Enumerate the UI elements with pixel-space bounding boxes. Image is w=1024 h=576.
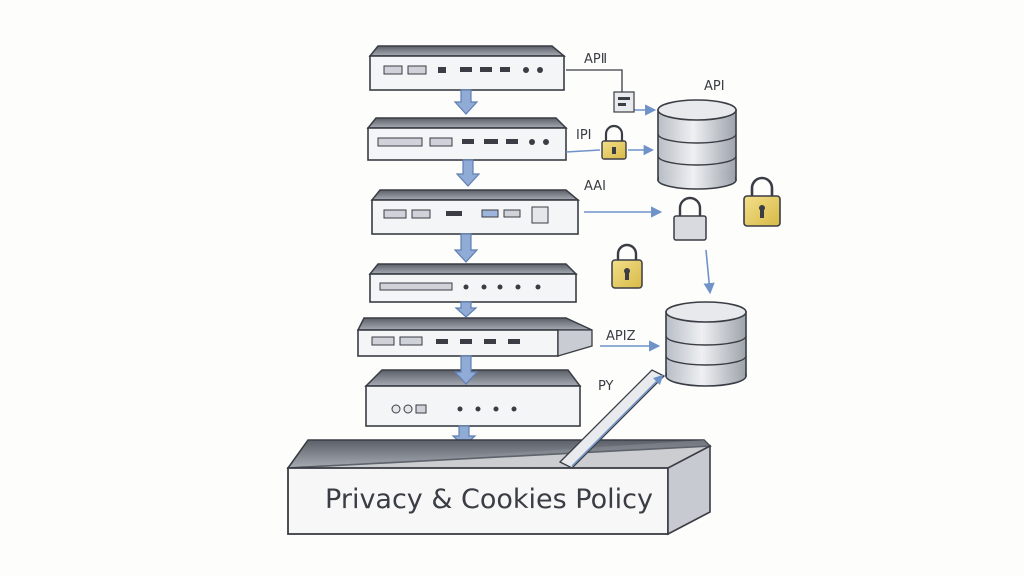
arrow-icon: [453, 89, 479, 115]
label-api-1: APⅡ: [584, 52, 607, 67]
server-icon: [368, 45, 567, 91]
footer-text: Privacy & Cookies Policy: [325, 484, 653, 515]
label-db-api: API: [704, 79, 725, 94]
base-box: [286, 439, 712, 536]
label-py: PY: [598, 379, 614, 394]
server-icon: [368, 263, 578, 303]
connector-line: [565, 149, 601, 153]
database-icon: [665, 301, 747, 387]
server-icon: [364, 369, 582, 427]
server-icon: [370, 189, 581, 235]
label-apiz: APIZ: [606, 329, 636, 344]
server-icon: [366, 117, 568, 161]
arrow-icon: [453, 355, 479, 385]
lock-icon: [673, 196, 707, 241]
arrow-icon: [703, 249, 715, 295]
arrow-icon: [558, 369, 666, 469]
server-icon: [356, 317, 593, 357]
arrow-icon: [454, 301, 478, 318]
lock-icon: [611, 243, 643, 289]
database-icon: [657, 99, 737, 190]
lock-icon: [613, 91, 635, 113]
arrow-icon: [455, 159, 481, 187]
connector-line: [566, 69, 623, 96]
arrow-icon: [453, 233, 479, 263]
label-aai: AAI: [584, 179, 606, 194]
label-ipi: IPI: [576, 128, 592, 143]
lock-icon: [743, 176, 781, 227]
lock-icon: [601, 124, 627, 160]
